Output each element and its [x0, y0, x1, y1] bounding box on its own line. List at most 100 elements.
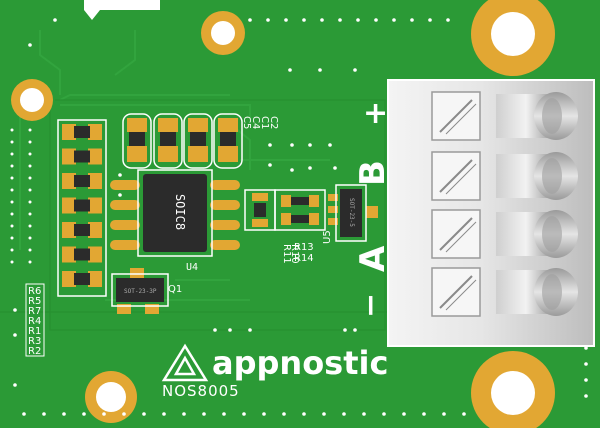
soic8-chip: [143, 174, 207, 252]
sot23-5: [328, 184, 378, 242]
via: [343, 328, 347, 332]
via: [428, 18, 432, 22]
via: [353, 328, 357, 332]
via: [82, 412, 86, 416]
via: [28, 248, 32, 252]
via: [268, 163, 272, 167]
u5-label: U5: [322, 230, 333, 244]
soic8-label: SOIC8: [173, 194, 187, 230]
via: [318, 68, 322, 72]
capacitor-row: [122, 113, 243, 169]
via: [446, 18, 450, 22]
via: [28, 236, 32, 240]
via: [308, 143, 312, 147]
via: [10, 224, 14, 228]
mounting-hole-bottom-right: [471, 351, 555, 428]
via: [248, 328, 252, 332]
via: [382, 412, 386, 416]
via: [362, 412, 366, 416]
res-left-label-box: [25, 283, 45, 357]
via: [13, 383, 17, 387]
res-label-r5: R5: [28, 296, 41, 307]
via: [118, 173, 122, 177]
res-label-r4: R4: [28, 316, 41, 327]
via: [13, 333, 17, 337]
via: [266, 18, 270, 22]
via: [118, 193, 122, 197]
via: [53, 18, 57, 22]
part-number: NOS8005: [162, 382, 240, 400]
via: [10, 128, 14, 132]
cap-labels-2: C1C2: [259, 116, 279, 129]
r13-label: R13: [294, 242, 314, 253]
mounting-hole-top-left: [201, 11, 245, 55]
via: [10, 164, 14, 168]
r10-label: R10: [289, 244, 300, 264]
via: [322, 412, 326, 416]
mounting-hole-bottom-left: [85, 371, 137, 423]
resistor-array-outline: [57, 119, 107, 297]
conn-plus: +: [363, 96, 388, 131]
via: [402, 412, 406, 416]
via: [28, 224, 32, 228]
brand-text: appnostic: [212, 344, 388, 382]
via: [10, 176, 14, 180]
via: [308, 166, 312, 170]
via: [10, 152, 14, 156]
via: [122, 412, 126, 416]
via: [284, 18, 288, 22]
traces: [19, 30, 330, 301]
via: [10, 188, 14, 192]
appnostic-logo-icon: [161, 343, 209, 382]
res-label-r2: R2: [28, 346, 41, 357]
mounting-hole-left: [11, 79, 53, 121]
via: [356, 18, 360, 22]
q1-label: Q1: [168, 284, 182, 295]
via: [584, 346, 588, 350]
via: [28, 164, 32, 168]
via: [442, 412, 446, 416]
mounting-hole-top-right: [471, 0, 555, 76]
via: [28, 176, 32, 180]
r11-label: R11: [281, 244, 292, 264]
via: [374, 18, 378, 22]
via: [22, 412, 26, 416]
vias: [10, 18, 588, 416]
via: [302, 18, 306, 22]
via: [584, 362, 588, 366]
soic8-pads: [110, 180, 240, 250]
res-label-r3: R3: [28, 336, 41, 347]
conn-b: B: [353, 160, 393, 186]
sot23-5-text: SOT-23-5: [348, 198, 355, 227]
via: [10, 200, 14, 204]
via: [462, 412, 466, 416]
via: [328, 143, 332, 147]
via: [422, 412, 426, 416]
via: [28, 200, 32, 204]
via: [338, 18, 342, 22]
res-label-r1: R1: [28, 326, 41, 337]
via: [288, 68, 292, 72]
via: [333, 166, 337, 170]
via: [222, 412, 226, 416]
q1-text: SOT-23-3P: [124, 288, 157, 295]
via: [248, 18, 252, 22]
via: [62, 412, 66, 416]
via: [28, 140, 32, 144]
soic8-outline: [137, 169, 213, 257]
cap-labels: C5C4: [241, 116, 261, 129]
via: [584, 378, 588, 382]
via: [182, 412, 186, 416]
via: [268, 143, 272, 147]
via: [282, 412, 286, 416]
via: [10, 248, 14, 252]
terminal-block: [387, 79, 595, 347]
res-label-r7: R7: [28, 306, 41, 317]
via: [262, 412, 266, 416]
via: [353, 68, 357, 72]
via: [10, 212, 14, 216]
via: [102, 412, 106, 416]
